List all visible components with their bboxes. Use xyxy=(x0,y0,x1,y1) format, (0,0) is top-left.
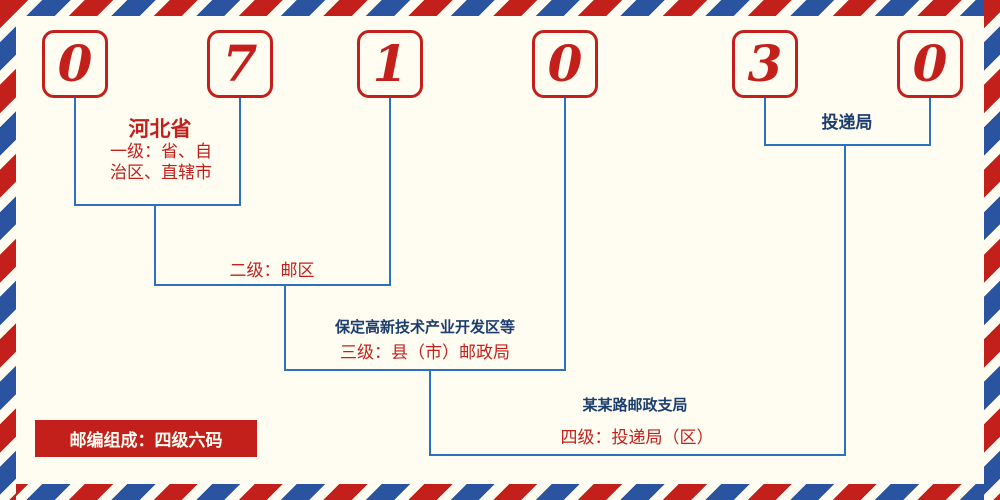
airmail-border-right xyxy=(984,0,1000,500)
postal-digit-1: 0 xyxy=(42,30,108,98)
level4-example: 某某路邮政支局 xyxy=(582,396,688,414)
level1-right-line xyxy=(239,98,241,205)
level4-bottom-line xyxy=(429,454,846,456)
level1-to-level2-line xyxy=(154,204,156,285)
postal-digit-3: 1 xyxy=(357,30,423,98)
delivery-bureau-label: 投递局 xyxy=(821,113,873,133)
level4-right-line xyxy=(844,144,846,455)
level1-label: 一级：省、自治区、直辖市 xyxy=(110,142,212,183)
level1-bottom-line xyxy=(74,204,241,206)
postal-digit-2: 7 xyxy=(207,30,273,98)
level2-to-level3-line xyxy=(284,284,286,370)
postal-digit-4: 0 xyxy=(532,30,598,98)
level3-example: 保定高新技术产业开发区等 xyxy=(334,318,515,336)
delivery-bottom-line xyxy=(764,144,931,146)
airmail-border-top xyxy=(0,0,1000,16)
delivery-right-line xyxy=(929,98,931,145)
postal-digit-5: 3 xyxy=(732,30,798,98)
level3-label: 三级：县（市）邮政局 xyxy=(340,343,510,363)
airmail-border-left xyxy=(0,0,16,500)
postcode-composition-badge: 邮编组成：四级六码 xyxy=(35,420,257,457)
level3-to-level4-line xyxy=(429,369,431,455)
level1-region-name: 河北省 xyxy=(128,117,192,141)
level2-digit-line xyxy=(389,98,391,285)
delivery-left-line xyxy=(764,98,766,145)
level2-bottom-line xyxy=(154,284,391,286)
level2-label: 二级：邮区 xyxy=(229,261,315,281)
level4-label: 四级：投递局（区） xyxy=(560,428,714,448)
level3-bottom-line xyxy=(284,369,566,371)
airmail-border-bottom xyxy=(0,484,1000,500)
postal-digit-6: 0 xyxy=(897,30,963,98)
level3-digit-line xyxy=(564,98,566,370)
level1-left-line xyxy=(74,98,76,205)
